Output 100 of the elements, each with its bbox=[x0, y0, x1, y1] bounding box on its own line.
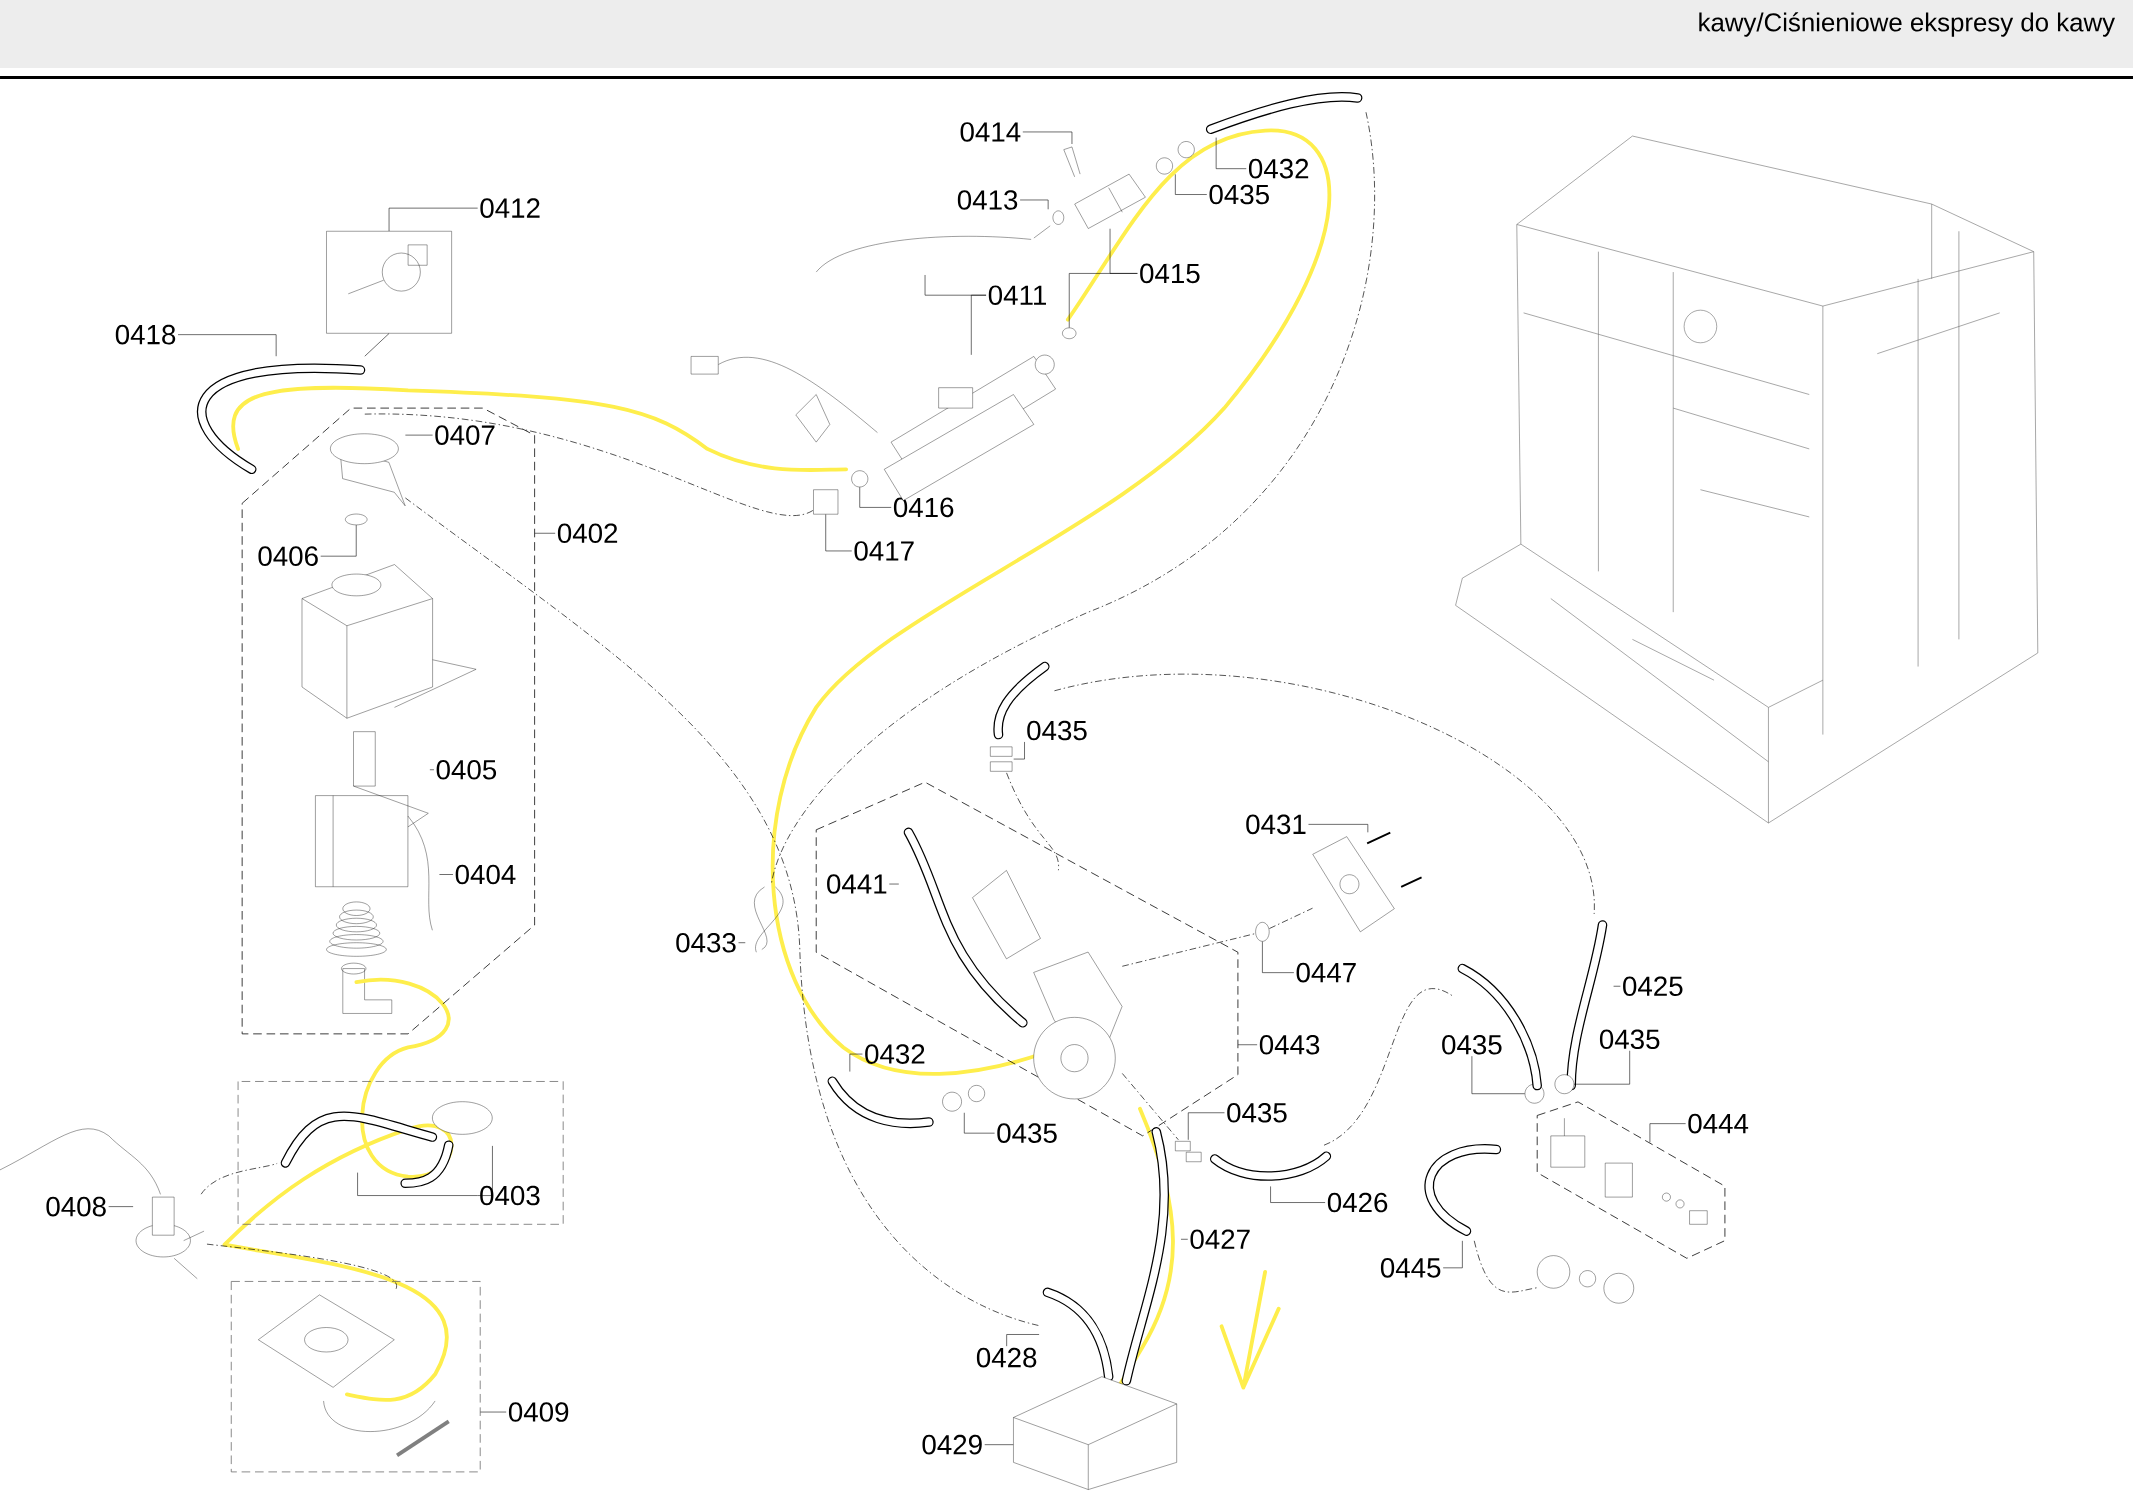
group-frame bbox=[237, 1080, 564, 1225]
group-frame bbox=[241, 407, 535, 1035]
split-pin-drawing bbox=[1063, 146, 1081, 177]
callout-number: 0418 bbox=[115, 324, 176, 345]
leader-line bbox=[429, 769, 435, 770]
leader-line bbox=[825, 513, 853, 552]
leader-line bbox=[480, 1411, 507, 1413]
callout-number: 0407 bbox=[435, 425, 495, 445]
leader-line bbox=[1573, 1050, 1630, 1085]
ring-drawing bbox=[1554, 1074, 1575, 1094]
nut-drawing bbox=[990, 746, 1013, 772]
hose-route bbox=[1006, 772, 1059, 871]
leader-line bbox=[1068, 272, 1138, 328]
sensor-drawing bbox=[1033, 210, 1064, 239]
clamp-box-drawing bbox=[326, 230, 452, 334]
leader-line bbox=[1022, 131, 1073, 145]
callout-number: 0435 bbox=[1209, 184, 1269, 205]
hose-route bbox=[206, 1243, 397, 1290]
callout-number: 0402 bbox=[557, 523, 618, 543]
hose-route bbox=[1121, 933, 1256, 967]
leader-line bbox=[1180, 1238, 1189, 1240]
callout-number: 0435 bbox=[1227, 1102, 1287, 1123]
fitting-drawing bbox=[1074, 173, 1146, 229]
hose-route bbox=[1269, 907, 1313, 929]
fitting-drawing bbox=[813, 489, 839, 515]
group-frame bbox=[230, 1280, 481, 1473]
hose-drawing bbox=[197, 363, 366, 474]
hose-route bbox=[771, 111, 1375, 885]
wire-drawing bbox=[407, 815, 433, 931]
hose-route bbox=[1121, 1072, 1179, 1140]
callout-number: 0428 bbox=[976, 1347, 1037, 1368]
bracket-drawing bbox=[1312, 831, 1423, 932]
callout-number: 0441 bbox=[827, 874, 887, 894]
leader-line bbox=[108, 1206, 134, 1207]
wire-drawing bbox=[816, 235, 1032, 273]
leader-line bbox=[1187, 1112, 1225, 1140]
callout-number: 0415 bbox=[1140, 263, 1200, 284]
hose-drawing bbox=[1121, 1126, 1169, 1386]
callout-number: 0426 bbox=[1327, 1192, 1388, 1213]
callout-number: 0408 bbox=[46, 1196, 106, 1217]
hose-route bbox=[1054, 673, 1595, 915]
callout-number: 0411 bbox=[988, 285, 1046, 305]
hose-drawing bbox=[1205, 92, 1363, 134]
leader-line bbox=[388, 207, 478, 232]
callout-number: 0412 bbox=[480, 198, 540, 218]
ring-drawing bbox=[1524, 1083, 1545, 1104]
knob-drawing bbox=[1537, 1255, 1634, 1304]
callout-number: 0444 bbox=[1688, 1113, 1749, 1134]
leader-line bbox=[1006, 1334, 1040, 1347]
leader-line bbox=[1215, 137, 1247, 169]
hose-route bbox=[364, 413, 814, 516]
nut-drawing bbox=[942, 1085, 985, 1112]
leader-line bbox=[859, 486, 892, 508]
ring-drawing bbox=[345, 513, 368, 525]
callout-number: 0425 bbox=[1623, 976, 1683, 996]
callout-number: 0435 bbox=[1442, 1034, 1502, 1055]
leader-line bbox=[1013, 741, 1025, 760]
hose-drawing bbox=[1210, 1151, 1332, 1181]
leader-line bbox=[1649, 1123, 1686, 1143]
callout-number: 0416 bbox=[893, 497, 954, 518]
leader-line bbox=[477, 1145, 493, 1196]
leader-line bbox=[984, 1444, 1014, 1445]
leader-line bbox=[320, 524, 357, 557]
leader-line bbox=[1471, 1055, 1526, 1094]
nut-drawing bbox=[1175, 1140, 1202, 1162]
hose-drawing bbox=[280, 1111, 438, 1168]
leader-line bbox=[971, 294, 987, 355]
leader-line bbox=[1270, 1185, 1326, 1203]
tank-drawing bbox=[1013, 1376, 1177, 1490]
nut-drawing bbox=[1156, 141, 1195, 175]
hose-route bbox=[1323, 988, 1453, 1146]
callout-number: 0414 bbox=[960, 121, 1021, 142]
callout-number: 0404 bbox=[455, 864, 516, 885]
hose-drawing bbox=[1042, 1287, 1114, 1382]
leader-line bbox=[889, 883, 900, 885]
leader-line bbox=[964, 1112, 995, 1134]
small-pump-drawing bbox=[135, 1196, 205, 1279]
leader-line bbox=[738, 942, 746, 943]
leader-line bbox=[177, 334, 277, 357]
callout-number: 0432 bbox=[865, 1044, 925, 1064]
valve-drawing bbox=[330, 433, 406, 506]
callout-number: 0447 bbox=[1296, 962, 1356, 983]
leader-line bbox=[534, 532, 556, 534]
leader-line bbox=[1237, 1044, 1258, 1045]
callout-number: 0435 bbox=[997, 1123, 1057, 1143]
callout-number: 0431 bbox=[1246, 814, 1306, 834]
callout-number: 0403 bbox=[480, 1185, 540, 1206]
leader-line bbox=[1175, 173, 1208, 195]
ring-drawing bbox=[851, 470, 869, 487]
leader-line bbox=[357, 1172, 478, 1196]
callout-number: 0409 bbox=[508, 1402, 569, 1422]
pump-drawing bbox=[315, 731, 429, 887]
leader-line bbox=[1442, 1240, 1463, 1268]
hose-route bbox=[405, 497, 1040, 1326]
callout-number: 0432 bbox=[1248, 158, 1309, 179]
leader-line bbox=[1019, 199, 1049, 210]
header-text: kawy/Ciśnieniowe ekspresy do kawy bbox=[1699, 12, 2115, 37]
callout-number: 0435 bbox=[1027, 720, 1087, 741]
leader-line bbox=[439, 874, 454, 875]
clip-drawing bbox=[754, 886, 784, 953]
